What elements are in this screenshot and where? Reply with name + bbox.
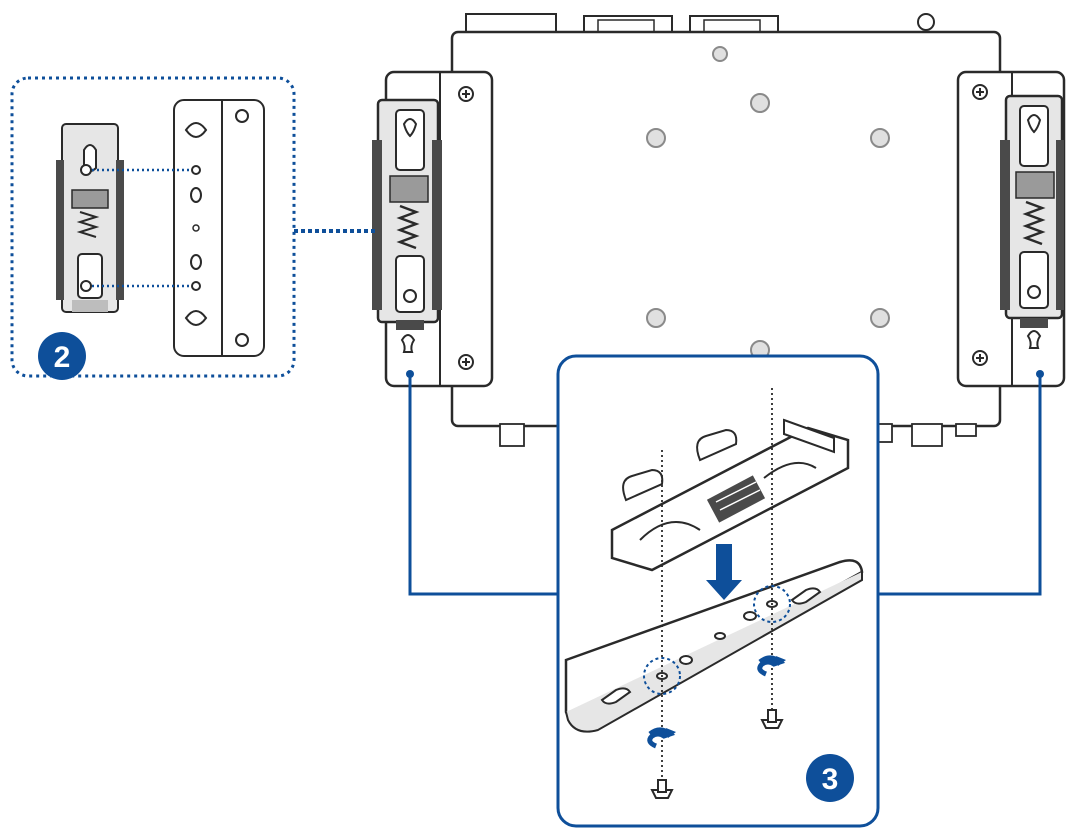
chassis-screws [646, 46, 890, 360]
din-rail-clip [372, 98, 442, 330]
step-3-badge: 3 [806, 754, 854, 802]
detail-din-clip [56, 123, 124, 313]
right-mounting-bracket [956, 70, 1066, 388]
step-3-label: 3 [822, 763, 839, 796]
din-rail-clip [1000, 94, 1064, 328]
screw-icon [750, 93, 770, 113]
screw-icon [646, 128, 666, 148]
step-2-label: 2 [54, 341, 71, 374]
connector-lines [406, 370, 1044, 596]
screw-hole-highlight [753, 585, 791, 623]
screw-icon [712, 46, 728, 62]
left-mounting-bracket [372, 70, 494, 388]
detail-bracket-plate [173, 99, 265, 357]
step-2-detail-panel: 2 [10, 76, 376, 380]
step-3-detail-panel: 3 [556, 354, 880, 828]
device-chassis [450, 13, 1002, 447]
screw-icon [870, 128, 890, 148]
down-arrow-icon [706, 544, 742, 600]
rotate-arrow-icon [647, 727, 676, 749]
step-2-badge: 2 [38, 332, 86, 380]
step-3-bracket-plate [564, 559, 864, 733]
screw-icon [870, 308, 890, 328]
rotate-arrow-icon [757, 655, 786, 677]
step-3-din-clip [610, 418, 850, 572]
screw-icon [760, 709, 784, 729]
screw-icon [650, 779, 674, 799]
screw-icon [646, 308, 666, 328]
screw-hole-highlight [643, 657, 681, 695]
